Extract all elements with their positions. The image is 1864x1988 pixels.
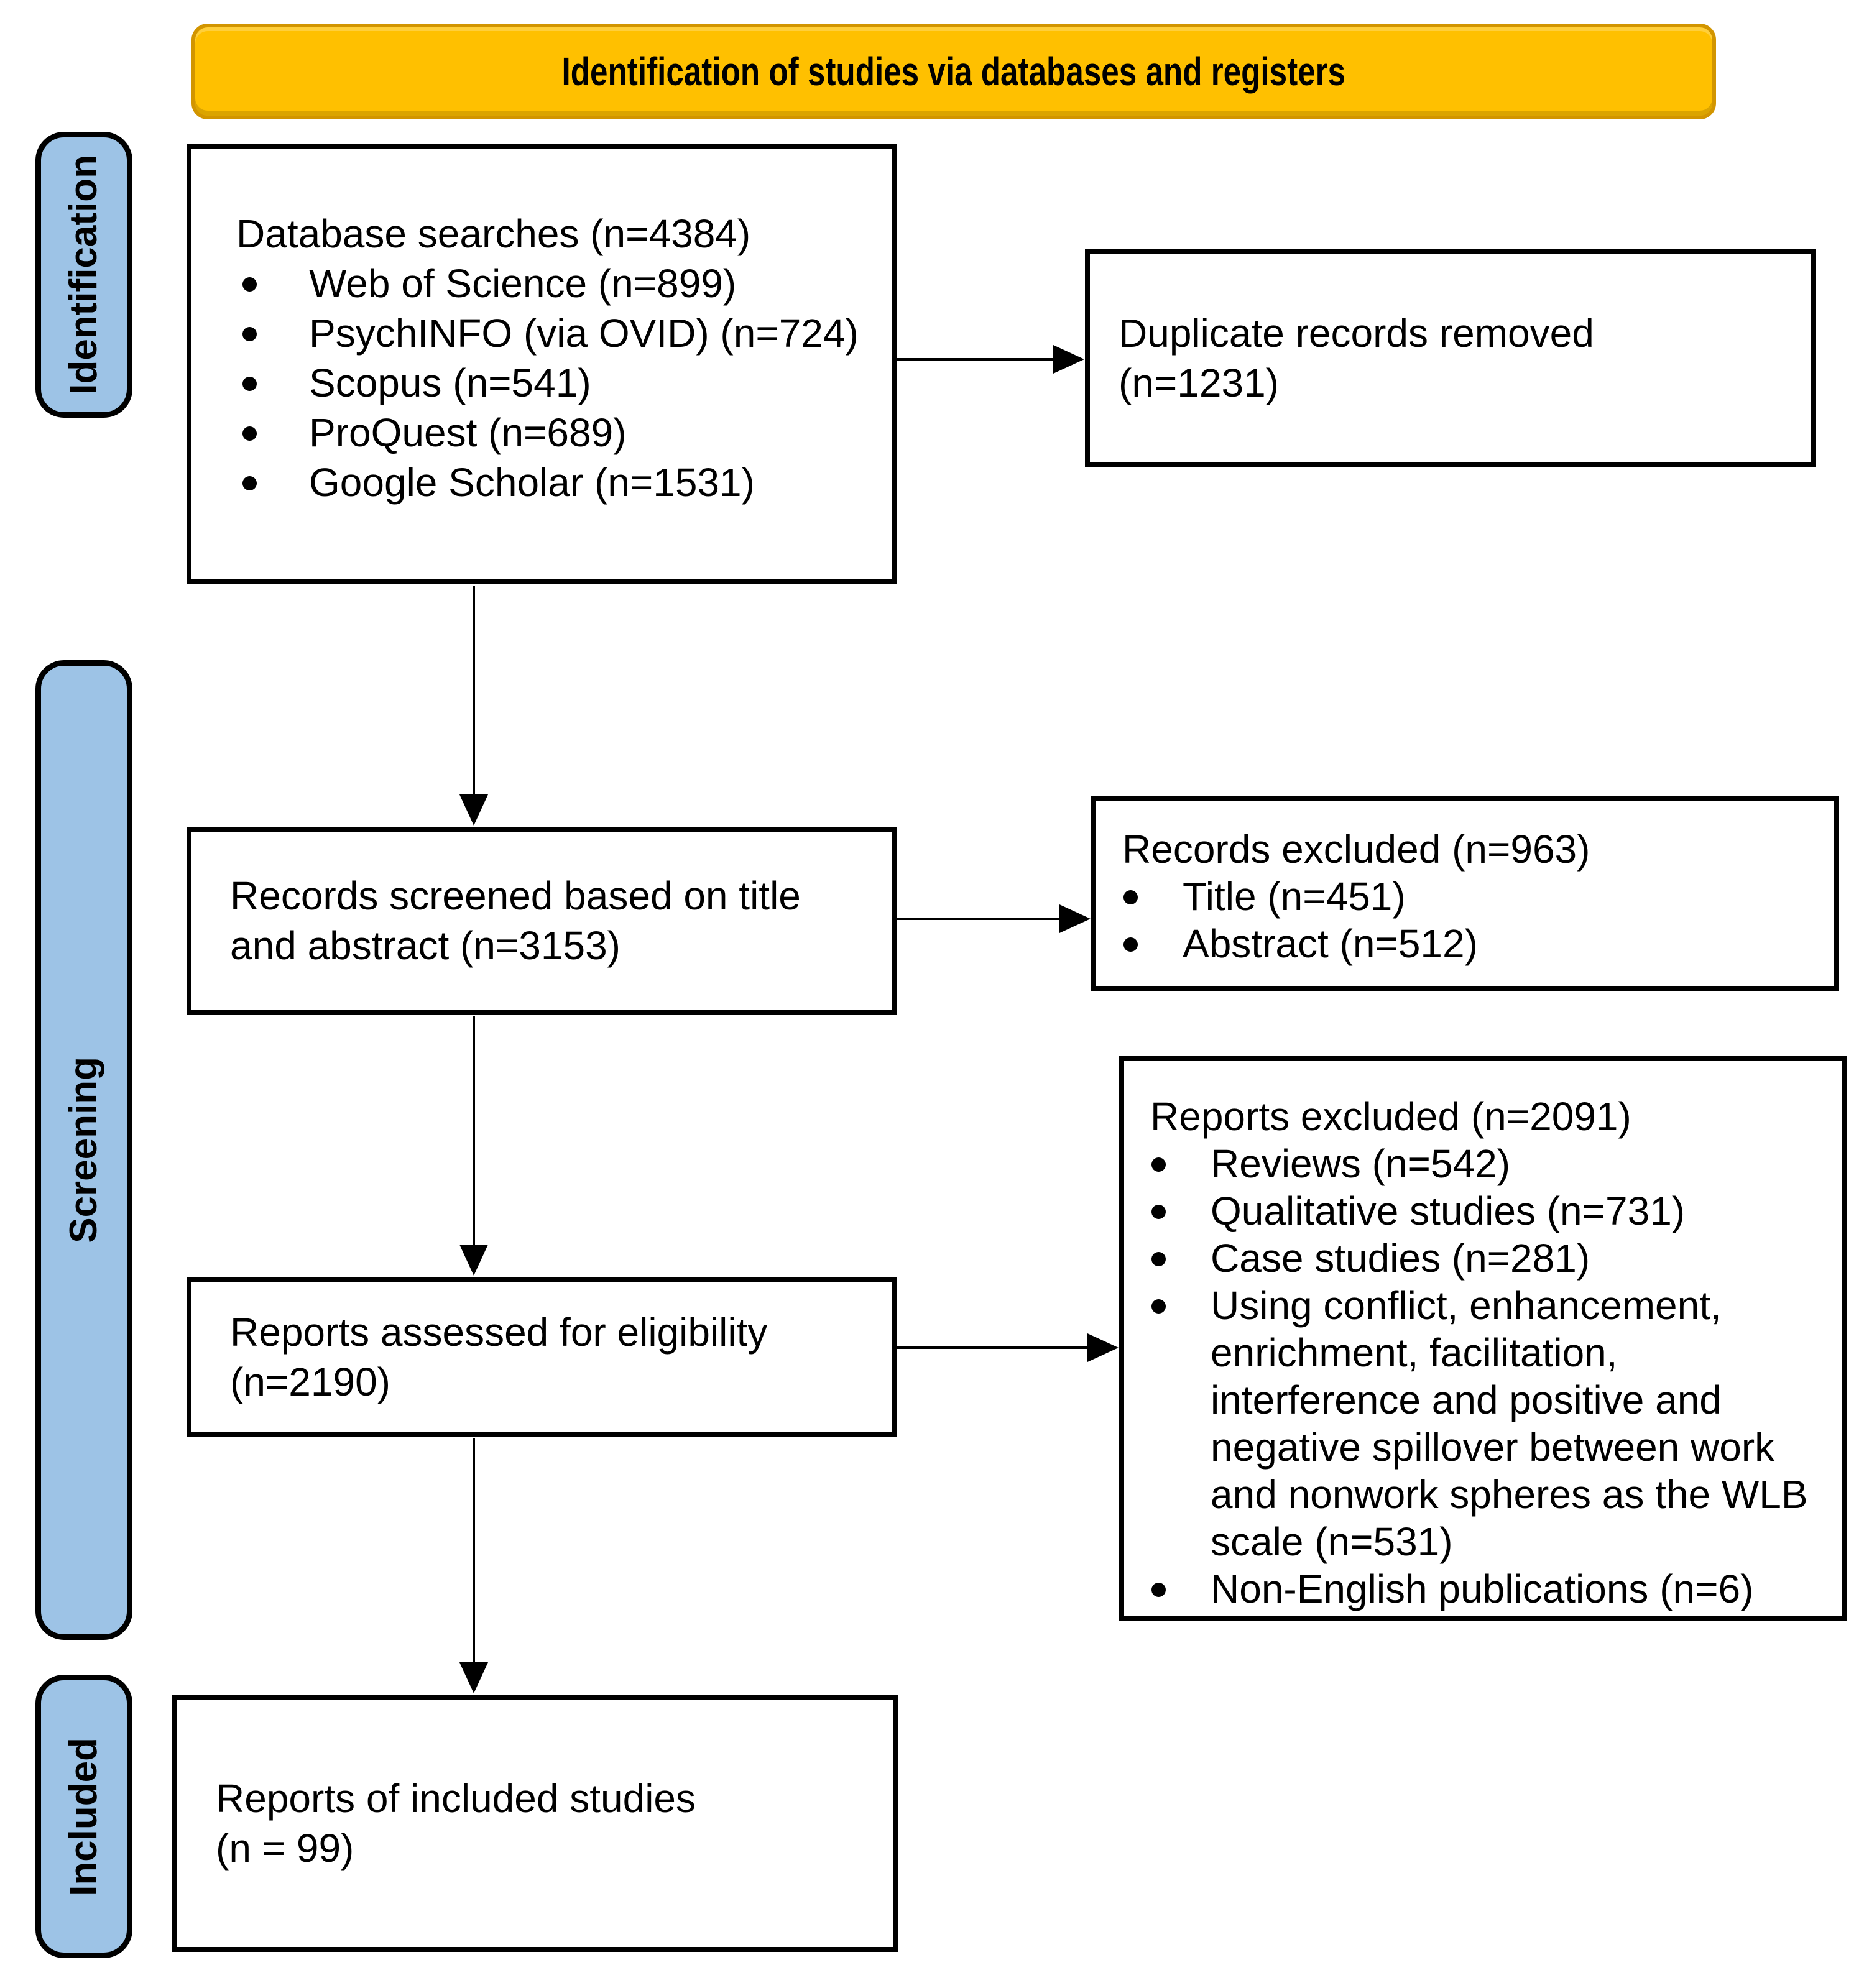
list-item: Web of Science (n=899) — [236, 259, 879, 308]
list-item-text: PsychINFO (via OVID) (n=724) — [309, 311, 859, 356]
arrowhead-down-icon — [459, 794, 488, 826]
list-item-text: Qualitative studies (n=731) — [1211, 1189, 1686, 1233]
connector-assessed-to-included — [473, 1438, 475, 1665]
bullet-icon — [1151, 1299, 1166, 1314]
box-title: Database searches (n=4384) — [236, 211, 751, 256]
list-item: Using conflict, enhancement, enrichment,… — [1150, 1282, 1824, 1565]
list-item-text: Non-English publications (n=6) — [1211, 1567, 1754, 1611]
bullet-icon — [1151, 1252, 1166, 1266]
list-item-text: Reviews (n=542) — [1211, 1141, 1510, 1186]
connector-database-to-duplicates — [897, 358, 1057, 361]
list-item-text: Title (n=451) — [1183, 874, 1406, 919]
bullet-icon — [1151, 1205, 1166, 1219]
stage-label-text: Identification — [62, 155, 105, 395]
arrowhead-right-icon — [1053, 345, 1084, 374]
list-item: ProQuest (n=689) — [236, 408, 879, 458]
box-records-excluded: Records excluded (n=963) Title (n=451) A… — [1091, 796, 1839, 991]
header-banner: Identification of studies via databases … — [191, 24, 1716, 119]
stage-label-text: Screening — [62, 1057, 105, 1243]
connector-screened-to-excluded — [897, 918, 1062, 920]
list-item: PsychINFO (via OVID) (n=724) — [236, 308, 879, 358]
bullet-icon — [242, 377, 257, 391]
stage-label-included: Included — [35, 1675, 132, 1958]
box-reports-assessed: Reports assessed for eligibility (n=2190… — [187, 1277, 897, 1437]
bullet-icon — [242, 327, 257, 341]
stage-label-screening: Screening — [35, 660, 132, 1640]
list-item: Qualitative studies (n=731) — [1150, 1187, 1824, 1235]
list-item-text: Web of Science (n=899) — [309, 261, 737, 306]
box-database-searches: Database searches (n=4384) Web of Scienc… — [187, 144, 897, 584]
arrowhead-right-icon — [1059, 904, 1091, 933]
bullet-icon — [242, 277, 257, 292]
box-text: Duplicate records removed (n=1231) — [1119, 311, 1594, 405]
box-title: Records excluded (n=963) — [1122, 827, 1590, 872]
bullet-icon — [1151, 1583, 1166, 1597]
box-duplicates-removed: Duplicate records removed (n=1231) — [1085, 249, 1816, 467]
list-item: Abstract (n=512) — [1122, 920, 1821, 967]
box-text: Records screened based on title and abst… — [230, 873, 801, 968]
list-item: Non-English publications (n=6) — [1150, 1565, 1824, 1613]
list-item-text: Scopus (n=541) — [309, 361, 591, 405]
list-item: Reviews (n=542) — [1150, 1140, 1824, 1187]
header-title: Identification of studies via databases … — [561, 49, 1346, 94]
stage-label-text: Included — [62, 1737, 105, 1896]
box-reports-excluded: Reports excluded (n=2091) Reviews (n=542… — [1119, 1056, 1847, 1621]
connector-assessed-to-reports-excluded — [897, 1346, 1091, 1349]
list-item-text: Abstract (n=512) — [1183, 921, 1478, 966]
list-item-text: ProQuest (n=689) — [309, 410, 627, 455]
bullet-icon — [1123, 890, 1138, 904]
box-text: Reports assessed for eligibility (n=2190… — [230, 1310, 768, 1404]
bullet-icon — [242, 426, 257, 441]
box-records-screened: Records screened based on title and abst… — [187, 827, 897, 1015]
list-item: Google Scholar (n=1531) — [236, 458, 879, 507]
list-item: Scopus (n=541) — [236, 358, 879, 408]
box-included-studies: Reports of included studies (n = 99) — [172, 1695, 898, 1952]
bullet-icon — [1151, 1157, 1166, 1172]
list-item-text: Google Scholar (n=1531) — [309, 460, 755, 505]
list-item: Case studies (n=281) — [1150, 1235, 1824, 1282]
connector-database-to-screened — [473, 586, 475, 798]
list-item: Title (n=451) — [1122, 873, 1821, 920]
bullet-icon — [1123, 937, 1138, 952]
connector-screened-to-assessed — [473, 1016, 475, 1247]
box-title: Reports excluded (n=2091) — [1150, 1094, 1631, 1139]
box-text: Reports of included studies (n = 99) — [216, 1776, 696, 1871]
arrowhead-right-icon — [1087, 1333, 1119, 1362]
list-item-text: Case studies (n=281) — [1211, 1236, 1590, 1281]
arrowhead-down-icon — [459, 1662, 488, 1693]
bullet-icon — [242, 476, 257, 490]
list-item-text: Using conflict, enhancement, enrichment,… — [1211, 1283, 1808, 1564]
stage-label-identification: Identification — [35, 132, 132, 418]
arrowhead-down-icon — [459, 1245, 488, 1276]
